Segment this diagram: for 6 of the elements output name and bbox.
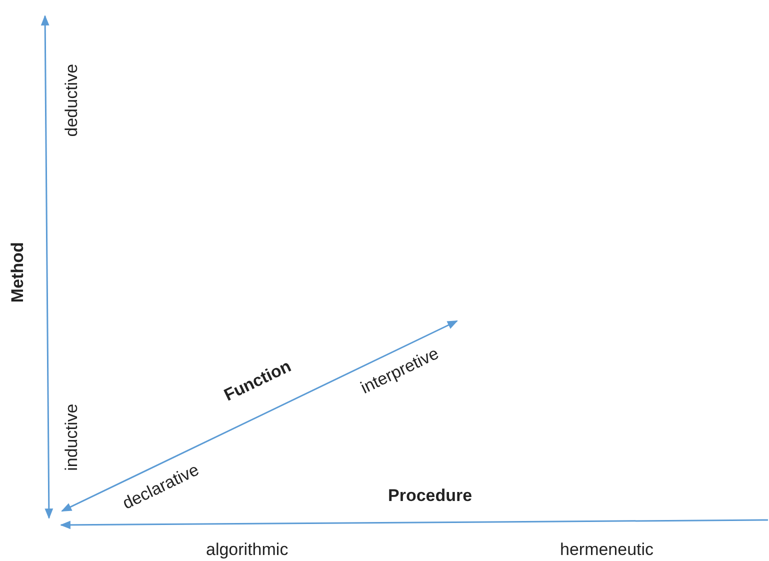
axis-title: Method — [8, 242, 28, 302]
axis-title: Procedure — [388, 486, 472, 506]
axis-label: inductive — [62, 403, 82, 470]
axis-label: hermeneutic — [560, 540, 654, 560]
axis-label: deductive — [62, 63, 82, 136]
axis-label: algorithmic — [206, 540, 288, 560]
